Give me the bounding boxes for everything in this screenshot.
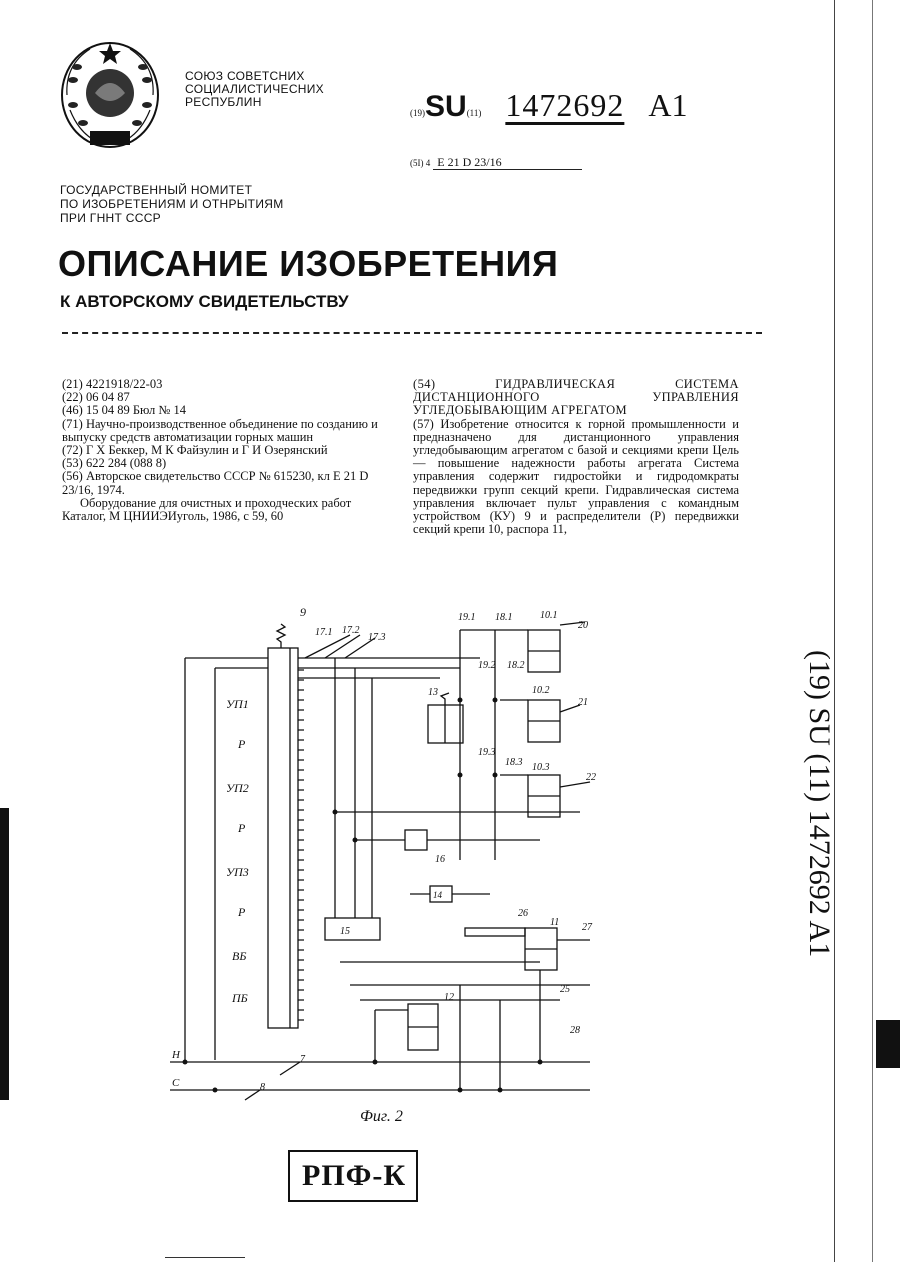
label-up3: УП3 <box>226 865 249 879</box>
num-10-2: 10.2 <box>532 685 550 696</box>
side-publication-code: (19) SU (11) 1472692 A1 <box>760 640 830 1060</box>
num-8: 8 <box>260 1082 265 1093</box>
field-54-title: (54) ГИДРАВЛИЧЕСКАЯ СИСТЕМА ДИСТАНЦИОННО… <box>413 378 739 418</box>
separator-line <box>62 332 762 334</box>
num-28: 28 <box>570 1025 580 1036</box>
num-7: 7 <box>300 1054 306 1065</box>
num-19-1: 19.1 <box>458 612 476 623</box>
figure-caption: Фиг. 2 <box>360 1108 403 1126</box>
library-stamp: РПФ-К <box>288 1150 418 1202</box>
field-56: (56) Авторское свидетельство СССР № 6152… <box>62 470 382 496</box>
label-r3: Р <box>237 905 246 919</box>
num-22: 22 <box>586 772 596 783</box>
num-13: 13 <box>428 687 438 698</box>
num-11: 11 <box>550 917 559 928</box>
num-14: 14 <box>433 890 443 900</box>
field-71: (71) Научно-производственное объединение… <box>62 418 382 444</box>
label-pb: ПБ <box>231 991 248 1005</box>
field-46: (46) 15 04 89 Бюл № 14 <box>62 404 382 417</box>
num-25: 25 <box>560 984 570 995</box>
num-15: 15 <box>340 926 350 937</box>
label-up1: УП1 <box>226 697 249 711</box>
page-edge-line-outer <box>872 0 873 1262</box>
num-21: 21 <box>578 697 588 708</box>
num-10-3: 10.3 <box>532 762 550 773</box>
num-17-2: 17.2 <box>342 625 360 636</box>
field-56-cont: Оборудование для очистных и проходческих… <box>62 497 382 523</box>
line-label-c: С <box>172 1077 180 1089</box>
committee-name: ГОСУДАРСТВЕННЫЙ НОМИТЕТ ПО ИЗОБРЕТЕНИЯМ … <box>60 183 284 225</box>
footer-rule <box>165 1257 245 1258</box>
stamp-text: РПФ-К <box>302 1159 406 1193</box>
num-17-3: 17.3 <box>368 632 386 643</box>
ipc-classification: (5I) 4 E 21 D 23/16 <box>410 155 582 170</box>
label-up2: УП2 <box>226 781 249 795</box>
label-vb: ВБ <box>232 949 246 963</box>
num-27: 27 <box>582 922 593 933</box>
publication-number: (19)SU(11) 1472692 A1 <box>410 87 687 124</box>
num-12: 12 <box>444 992 454 1003</box>
num-26: 26 <box>518 908 528 919</box>
num-16: 16 <box>435 854 445 865</box>
label-r1: Р <box>237 737 246 751</box>
num-19-2: 19.2 <box>478 660 496 671</box>
label-r2: Р <box>237 821 246 835</box>
num-18-1: 18.1 <box>495 612 513 623</box>
document-title: ОПИСАНИЕ ИЗОБРЕТЕНИЯ <box>58 243 558 285</box>
invention-summary: (54) ГИДРАВЛИЧЕСКАЯ СИСТЕМА ДИСТАНЦИОННО… <box>413 378 739 536</box>
side-code-text: (19) SU (11) 1472692 A1 <box>803 650 830 957</box>
page-edge-line <box>834 0 835 1262</box>
field-57-abstract: (57) Изобретение относится к горной пром… <box>413 418 739 537</box>
num-10-1: 10.1 <box>540 610 558 621</box>
num-20: 20 <box>578 620 588 631</box>
country-name: СОЮЗ СОВЕТСНИХ СОЦИАЛИСТИЧЕСНИХ РЕСПУБЛИ… <box>185 70 324 109</box>
num-17-1: 17.1 <box>315 627 333 638</box>
ussr-emblem <box>55 35 165 155</box>
num-18-2: 18.2 <box>507 660 525 671</box>
num-18-3: 18.3 <box>505 757 523 768</box>
line-label-h: Н <box>171 1049 181 1061</box>
bibliographic-data: (21) 4221918/22-03 (22) 06 04 87 (46) 15… <box>62 378 382 523</box>
scan-margin-bar <box>0 808 9 1100</box>
num-19-3: 19.3 <box>478 747 496 758</box>
num-9: 9 <box>300 605 306 619</box>
document-subtitle: К АВТОРСКОМУ СВИДЕТЕЛЬСТВУ <box>60 292 349 312</box>
scan-edge-mark <box>876 1020 900 1068</box>
hydraulic-circuit-diagram: УП1 Р УП2 Р УП3 Р ВБ ПБ 9 17.1 17.2 17.3… <box>160 600 600 1110</box>
